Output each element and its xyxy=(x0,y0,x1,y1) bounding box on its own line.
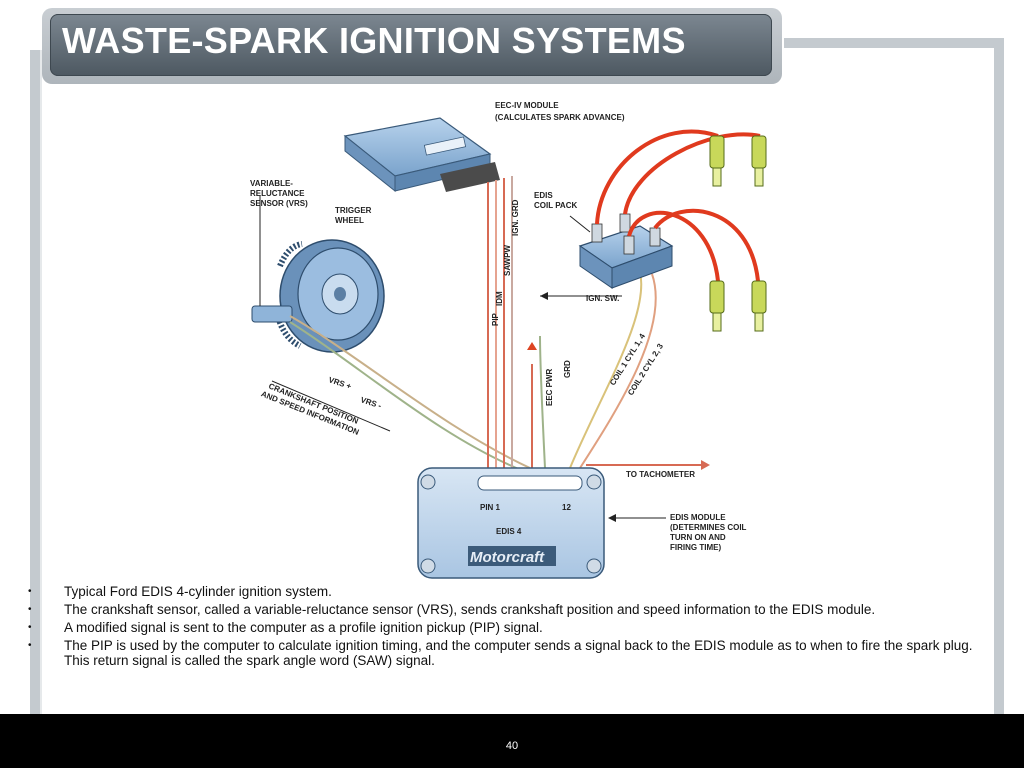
ignition-diagram: EEC-IV MODULE (CALCULATES SPARK ADVANCE)… xyxy=(240,96,800,586)
label-pip: PIP xyxy=(491,312,500,326)
label-vrs-plus: VRS + xyxy=(327,375,352,391)
label-edis-coil-pack: EDIS COIL PACK xyxy=(534,191,577,210)
bullet-text: The crankshaft sensor, called a variable… xyxy=(64,602,876,617)
label-eec-module: EEC-IV MODULE xyxy=(495,101,559,110)
frame-line-top xyxy=(784,38,1004,48)
frame-line-right xyxy=(994,38,1004,714)
page-number: 40 xyxy=(505,740,519,752)
label-edis-module: EDIS MODULE (DETERMINES COIL TURN ON AND… xyxy=(670,513,749,552)
bullet-item: • The crankshaft sensor, called a variabl… xyxy=(28,602,978,617)
label-edis4: EDIS 4 xyxy=(496,527,522,536)
label-grd: GRD xyxy=(563,360,572,378)
bullet-dot: • xyxy=(28,622,32,633)
slide-title: WASTE-SPARK IGNITION SYSTEMS xyxy=(62,20,686,61)
label-pin1: PIN 1 xyxy=(480,503,501,512)
label-vrs-minus: VRS - xyxy=(359,395,382,410)
bullet-dot: • xyxy=(28,604,32,615)
bullet-list: • Typical Ford EDIS 4-cylinder ignition s… xyxy=(28,584,978,671)
bullet-item: • The PIP is used by the computer to calc… xyxy=(28,638,978,668)
label-ign-grd: IGN. GRD xyxy=(511,199,520,236)
bullet-text: A modified signal is sent to the compute… xyxy=(64,620,543,635)
label-to-tachometer: TO TACHOMETER xyxy=(626,470,695,479)
label-trigger-wheel: TRIGGER WHEEL xyxy=(335,206,374,225)
bullet-text: The PIP is used by the computer to calcu… xyxy=(64,638,973,668)
label-eec-pwr: EEC PWR xyxy=(545,368,554,406)
bullet-item: • Typical Ford EDIS 4-cylinder ignition s… xyxy=(28,584,978,599)
bullet-dot: • xyxy=(28,586,32,597)
edis-module xyxy=(417,467,605,579)
label-calculates: (CALCULATES SPARK ADVANCE) xyxy=(495,113,625,122)
signal-wire-bundle xyxy=(487,176,513,468)
label-ign-sw: IGN. SW. xyxy=(586,294,619,303)
bullet-item: • A modified signal is sent to the comput… xyxy=(28,620,978,635)
frame-inner-left xyxy=(40,50,42,714)
spark-plugs xyxy=(709,135,767,332)
label-idm: IDM xyxy=(495,291,504,306)
label-pin12: 12 xyxy=(562,503,571,512)
label-sawpw: SAWPW xyxy=(503,244,512,276)
label-vrs: VARIABLE- RELUCTANCE SENSOR (VRS) xyxy=(250,179,308,208)
label-motorcraft: Motorcraft xyxy=(470,549,545,566)
slide-footer: 40 xyxy=(0,714,1024,768)
bullet-text: Typical Ford EDIS 4-cylinder ignition sy… xyxy=(64,584,332,599)
title-box xyxy=(50,14,772,76)
eec-module xyxy=(343,117,500,193)
trigger-wheel xyxy=(273,239,385,353)
ignition-diagram-svg: EEC-IV MODULE (CALCULATES SPARK ADVANCE)… xyxy=(250,101,767,579)
bullet-dot: • xyxy=(28,640,32,651)
spark-plug-wires xyxy=(595,129,761,282)
frame-line-left xyxy=(30,50,40,714)
vrs-sensor xyxy=(251,196,293,323)
edis-coil-pack xyxy=(578,213,674,289)
